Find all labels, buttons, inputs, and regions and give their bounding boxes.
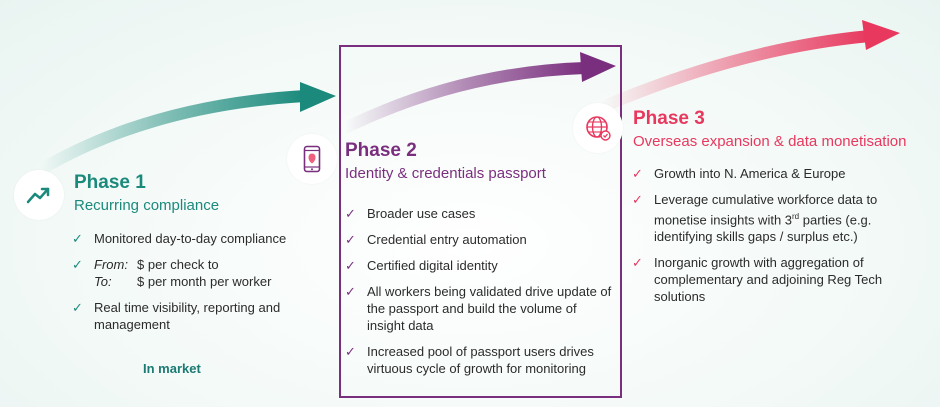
phase1-list: ✓Monitored day-to-day compliance ✓ From:… [70,230,320,342]
list-item: ✓Growth into N. America & Europe [632,166,846,181]
phase2-arrow-body [339,62,591,134]
trend-up-icon [26,187,50,204]
check-icon: ✓ [345,258,356,273]
phase1-title: Phase 1 [74,172,146,193]
list-item: ✓All workers being validated drive updat… [345,284,612,333]
list-item: ✓Broader use cases [345,206,476,221]
phase3-arrow-head [862,20,900,50]
list-item: ✓ From:$ per check to To:$ per month per… [72,257,272,289]
phase2-icon-circle [287,134,337,184]
check-icon: ✓ [72,231,83,246]
check-icon: ✓ [632,166,643,181]
phase1-arrow-body [34,90,311,176]
phase1-subtitle: Recurring compliance [74,197,220,214]
phase1-status-label: In market [143,361,201,376]
check-icon: ✓ [632,255,643,271]
globe-icon [586,116,611,141]
list-item: ✓Credential entry automation [345,232,527,247]
phase2-subtitle: Identity & credentials passport [345,165,546,182]
phase3-title: Phase 3 [633,108,705,129]
check-icon: ✓ [345,206,356,221]
phase3-list: ✓Growth into N. America & Europe ✓Levera… [630,165,930,314]
phase3-icon-circle [573,103,623,153]
phase1-arrow-head [300,82,336,112]
phase2-title: Phase 2 [345,140,417,161]
list-item: ✓Real time visibility, reporting and man… [72,300,281,332]
phase2-highlight-box [339,45,622,398]
check-icon: ✓ [345,344,356,359]
list-item: ✓Monitored day-to-day compliance [72,231,287,246]
phase3-arrow-body [594,30,876,114]
check-icon: ✓ [632,192,643,207]
list-item: ✓Certified digital identity [345,258,498,273]
phase1-icon-circle [14,170,64,220]
check-icon: ✓ [345,284,356,299]
list-item: ✓Leverage cumulative workforce data to m… [632,192,878,245]
list-item: ✓Inorganic growth with aggregation of co… [632,255,883,305]
phase3-subtitle: Overseas expansion & data monetisation [633,133,907,150]
phase2-arrow-head [580,52,616,82]
check-icon: ✓ [72,257,83,272]
phase2-list: ✓Broader use cases ✓Credential entry aut… [343,205,613,386]
mobile-phone-icon [303,145,321,173]
check-icon: ✓ [345,232,356,247]
list-item: ✓Increased pool of passport users drives… [345,344,594,376]
check-icon: ✓ [72,300,83,315]
